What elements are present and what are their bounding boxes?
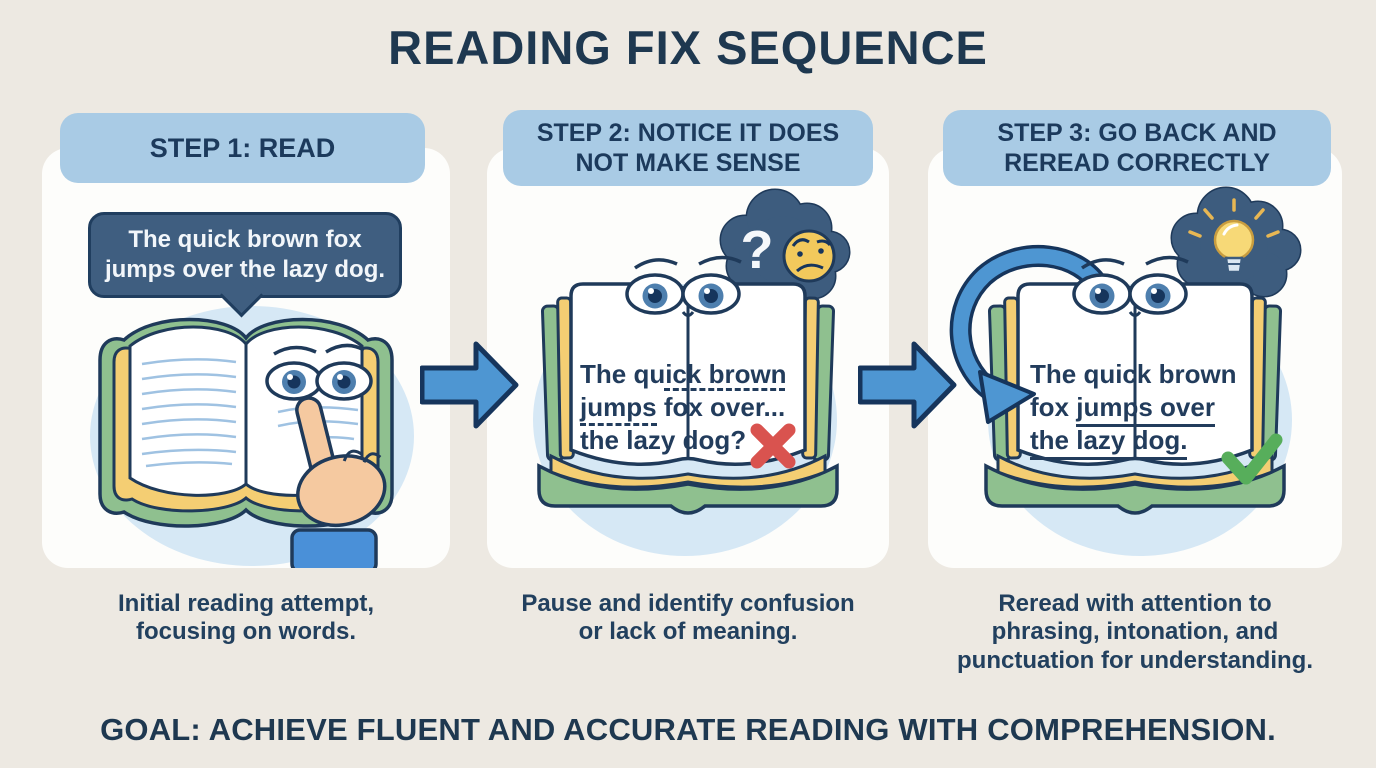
step2-illustration: ? <box>533 188 851 556</box>
misread-sentence: The quick brown jumps fox over... the la… <box>580 358 820 457</box>
open-book-illustration <box>537 255 839 515</box>
red-x-icon <box>750 423 796 469</box>
book-line: fox jumps over <box>1030 391 1260 427</box>
book-line: The quick brown <box>1030 359 1237 389</box>
book-line: the lazy dog. <box>1030 424 1260 460</box>
thought-bubble-icon <box>1162 186 1302 320</box>
page-title: READING FIX SEQUENCE <box>388 21 988 74</box>
flow-arrow-icon <box>420 341 519 429</box>
open-book-illustration <box>984 282 1286 515</box>
step2-header: STEP 2: NOTICE IT DOES NOT MAKE SENSE <box>503 110 873 186</box>
book-line: jumps fox over... <box>580 388 820 426</box>
step1-header: STEP 1: READ <box>60 113 425 183</box>
step3-header: STEP 3: GO BACK AND REREAD CORRECTLY <box>943 110 1331 186</box>
step3-illustration <box>949 186 1302 556</box>
book-line: The quick brown <box>580 359 787 389</box>
goal-statement: GOAL: ACHIEVE FLUENT AND ACCURATE READIN… <box>100 712 1276 747</box>
flow-arrow-icon <box>858 341 957 429</box>
question-mark: ? <box>741 220 774 280</box>
book-line: the lazy dog? <box>580 425 747 455</box>
lightbulb-icon <box>1188 198 1280 274</box>
book-eyes-icon <box>625 255 742 317</box>
step1-caption: Initial reading attempt, focusing on wor… <box>117 590 375 646</box>
confused-face-icon <box>782 229 836 283</box>
green-check-icon <box>1221 433 1283 485</box>
book-eyes-icon <box>1072 255 1189 317</box>
pointing-hand-icon <box>290 396 387 568</box>
step3-caption: Reread with attention to phrasing, inton… <box>957 590 1313 674</box>
corrected-sentence: The quick brown fox jumps over the lazy … <box>1030 358 1260 460</box>
step1-illustration <box>90 306 414 568</box>
loop-back-arrow-icon <box>949 245 1111 424</box>
step2-caption: Pause and identify confusion or lack of … <box>521 590 855 646</box>
book-eyes-icon <box>265 343 373 401</box>
sleeve <box>290 528 378 568</box>
page-text-lines <box>141 358 359 468</box>
